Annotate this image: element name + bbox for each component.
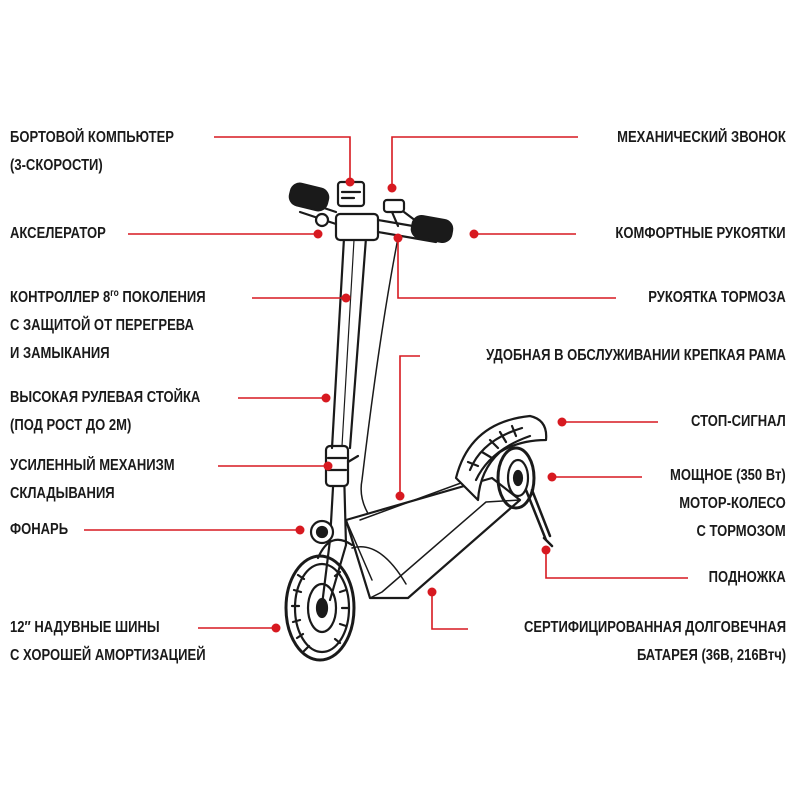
steering-column (330, 236, 368, 450)
front-wheel (284, 554, 356, 662)
label-grips: КОМФОРТНЫЕ РУКОЯТКИ (615, 225, 786, 242)
leader-frame (399, 355, 420, 494)
label-onboard-computer: БОРТОВОЙ КОМПЬЮТЕР (3-СКОРОСТИ) (10, 129, 174, 174)
leader-onboard-computer (214, 136, 351, 180)
kickstand (524, 488, 554, 548)
folding-mechanism (324, 444, 360, 488)
deck (344, 475, 522, 600)
leader-bell (391, 136, 578, 186)
rear-fender (454, 414, 548, 502)
label-controller: КОНТРОЛЛЕР 8го ПОКОЛЕНИЯ С ЗАЩИТОЙ ОТ ПЕ… (10, 288, 206, 363)
label-battery: СЕРТИФИЦИРОВАННАЯ ДОЛГОВЕЧНАЯ БАТАРЕЯ (3… (523, 619, 786, 664)
handlebar (288, 180, 454, 244)
leader-battery (431, 594, 468, 630)
label-brake-lever: РУКОЯТКА ТОРМОЗА (648, 289, 786, 306)
label-kickstand: ПОДНОЖКА (708, 569, 786, 586)
label-stop-signal: СТОП-СИГНАЛ (691, 413, 786, 430)
headlight (309, 519, 335, 545)
label-accelerator: АКСЕЛЕРАТОР (10, 225, 106, 242)
label-headlight: ФОНАРЬ (10, 521, 69, 538)
label-tires: 12″ НАДУВНЫЕ ШИНЫ С ХОРОШЕЙ АМОРТИЗАЦИЕЙ (10, 619, 206, 664)
label-folding-mechanism: УСИЛЕННЫЙ МЕХАНИЗМ СКЛАДЫВАНИЯ (10, 457, 175, 502)
rear-wheel (496, 446, 536, 510)
label-steering-column: ВЫСОКАЯ РУЛЕВАЯ СТОЙКА (ПОД РОСТ ДО 2М) (10, 389, 201, 434)
label-frame: УДОБНАЯ В ОБСЛУЖИВАНИИ КРЕПКАЯ РАМА (486, 347, 786, 364)
label-motor: МОЩНОЕ (350 Вт) МОТОР-КОЛЕСО С ТОРМОЗОМ (670, 467, 786, 540)
leader-brake-lever (397, 240, 616, 299)
front-fork (316, 468, 354, 607)
label-bell: МЕХАНИЧЕСКИЙ ЗВОНОК (617, 129, 786, 146)
leader-kickstand (545, 552, 688, 579)
